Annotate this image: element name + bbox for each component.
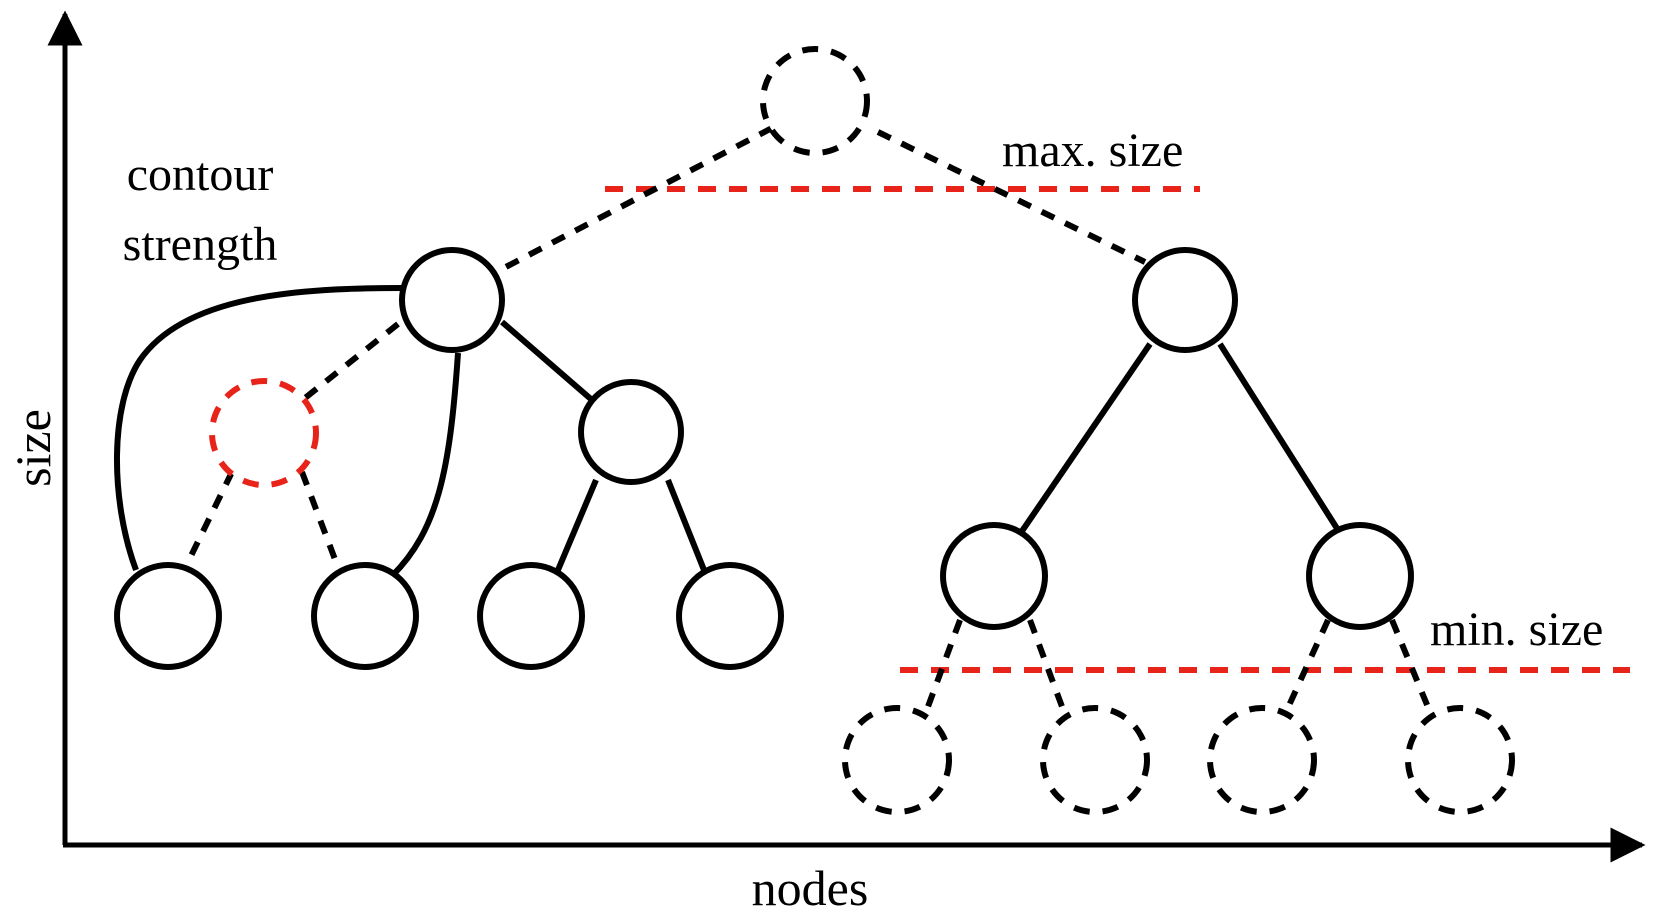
max-size-label: max. size [1002,124,1183,177]
edge-pruned-node-leaf-1 [185,470,235,564]
edge-right-child-a-small-2 [1027,618,1067,714]
node-leaf-4 [676,562,784,670]
edge-right-parent-right-child-a [1017,342,1153,536]
node-leaf-1 [114,562,222,670]
edge-root-right-parent [876,129,1147,265]
node-small-2 [1040,705,1150,815]
nodes [114,46,1515,815]
edge-left-parent-leaf-2 [389,352,461,579]
node-right-child-a [940,522,1048,630]
edge-mid-node-leaf-3 [555,478,599,572]
node-small-1 [842,705,952,815]
edge-left-parent-leaf-1 [113,285,403,572]
edge-right-child-b-small-4 [1389,618,1433,714]
node-leaf-3 [477,562,585,670]
node-right-parent [1132,247,1238,353]
node-small-3 [1207,705,1317,815]
node-root [760,46,870,156]
node-small-4 [1405,705,1515,815]
min-size-label: min. size [1430,603,1603,656]
node-leaf-2 [311,562,419,670]
node-pruned-node [209,378,319,488]
y-axis-label: size [5,409,61,487]
contour-strength-label-line1: contour [127,148,274,201]
edge-right-parent-right-child-b [1217,342,1341,532]
edge-pruned-node-leaf-2 [299,470,339,564]
edges [113,125,1433,714]
edge-left-parent-mid-node [500,319,594,403]
edge-right-child-a-small-1 [923,618,963,714]
node-right-child-b [1306,522,1414,630]
edge-right-child-b-small-3 [1283,618,1331,714]
x-axis-label: nodes [752,860,869,913]
contour-strength-label-line2: strength [123,218,278,271]
node-mid-node [578,379,684,485]
edge-root-left-parent [498,125,774,273]
node-left-parent [399,247,505,353]
edge-left-parent-pruned-node [298,321,400,405]
edge-mid-node-leaf-4 [665,478,707,572]
